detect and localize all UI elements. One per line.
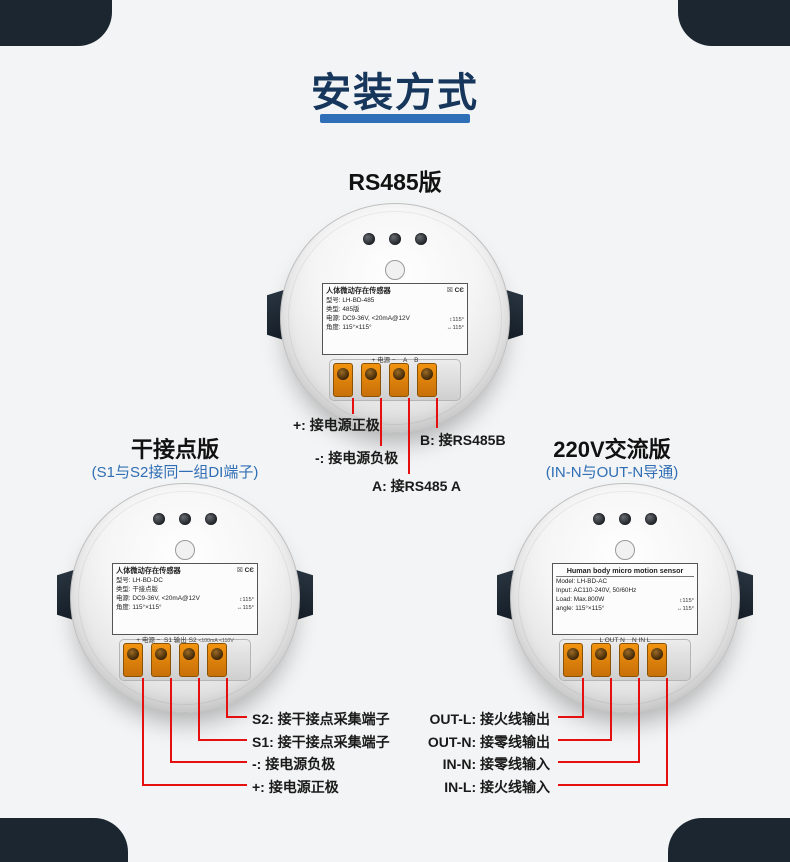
annotation-dry-s2: S2: 接干接点采集端子 — [252, 711, 390, 727]
label-row-load: Load: Max.800W — [556, 596, 605, 603]
annotation-rs485-minus: -: 接电源负极 — [315, 450, 399, 466]
terminal-out-l — [563, 643, 583, 677]
section-subheading-220v: (IN-N与OUT-N导通) — [545, 464, 679, 481]
port-labels: + 电源 − S1 输出 S2 <100mA <110V — [136, 637, 234, 644]
corner-decoration-top-right — [678, 0, 790, 46]
device-rs485: 人体微动存在传感器 ☒ CЄ 型号: LH-BD-485 类型: 485版 电源… — [267, 203, 523, 433]
label-row-power: 电源: DC9-36V, <20mA@12V — [116, 595, 200, 602]
terminal-in-n — [619, 643, 639, 677]
port-labels: + 电源 − A B — [371, 357, 419, 364]
product-label: Human body micro motion sensor Model: LH… — [552, 563, 698, 635]
angle-diagram-icon: ↕115° ↔115° — [446, 317, 464, 331]
annotation-rs485-plus: +: 接电源正极 — [293, 417, 380, 433]
product-label-title: 人体微动存在传感器 — [116, 566, 181, 575]
annotation-dry-minus: -: 接电源负极 — [252, 756, 336, 772]
page-title: 安装方式 — [311, 71, 479, 115]
annotation-ac-in-n: IN-N: 接零线输入 — [442, 756, 550, 772]
label-row-model: Model: LH-BD-AC — [556, 578, 608, 585]
label-row-type: 类型: 485版 — [326, 306, 360, 313]
annotation-ac-in-l: IN-L: 接火线输入 — [444, 779, 550, 795]
label-row-input: Input: AC110-240V, 50/60Hz — [556, 587, 637, 594]
section-heading-220v: 220V交流版 — [553, 437, 671, 462]
weee-bin-icon: ☒ — [446, 287, 453, 294]
annotation-dry-plus: +: 接电源正极 — [252, 779, 339, 795]
section-subheading-dry-contact: (S1与S2接同一组DI端子) — [91, 464, 259, 481]
terminal-plus — [123, 643, 143, 677]
port-labels: L OUT N N IN L — [599, 637, 651, 644]
port-rating-note: <100mA <110V — [198, 638, 234, 644]
label-row-model: 型号: LH-BD-485 — [326, 297, 375, 304]
section-heading-rs485: RS485版 — [348, 169, 442, 195]
ce-mark-icon: CЄ — [454, 287, 464, 294]
label-row-power: 电源: DC9-36V, <20mA@12V — [326, 315, 410, 322]
label-row-type: 类型: 干接点版 — [116, 586, 158, 593]
corner-decoration-bottom-right — [668, 818, 790, 862]
terminal-s2 — [207, 643, 227, 677]
sensor-holes — [70, 513, 300, 525]
label-row-angle: angle: 115°×115° — [556, 605, 605, 612]
angle-diagram-icon: ↕115° ↔115° — [676, 598, 694, 612]
mode-button — [615, 540, 635, 560]
terminal-minus — [151, 643, 171, 677]
terminal-in-l — [647, 643, 667, 677]
sensor-holes — [280, 233, 510, 245]
title-underline — [320, 114, 470, 123]
angle-diagram-icon: ↕115° ↔115° — [236, 597, 254, 611]
ce-mark-icon: CЄ — [244, 567, 254, 574]
terminal-a — [389, 363, 409, 397]
label-row-model: 型号: LH-BD-DC — [116, 577, 163, 584]
terminal-s1 — [179, 643, 199, 677]
annotation-rs485-a: A: 接RS485 A — [372, 478, 461, 494]
device-dry-contact: 人体微动存在传感器 ☒ CЄ 型号: LH-BD-DC 类型: 干接点版 电源:… — [57, 483, 313, 713]
corner-decoration-top-left — [0, 0, 112, 46]
mode-button — [175, 540, 195, 560]
product-label-title: Human body micro motion sensor — [566, 566, 684, 575]
mode-button — [385, 260, 405, 280]
terminal-b — [417, 363, 437, 397]
annotation-rs485-b: B: 接RS485B — [420, 432, 506, 448]
annotation-dry-s1: S1: 接干接点采集端子 — [252, 734, 390, 750]
terminal-minus — [361, 363, 381, 397]
product-label: 人体微动存在传感器 ☒ CЄ 型号: LH-BD-485 类型: 485版 电源… — [322, 283, 468, 355]
terminal-out-n — [591, 643, 611, 677]
annotation-ac-out-l: OUT-L: 接火线输出 — [429, 711, 550, 727]
weee-bin-icon: ☒ — [236, 567, 243, 574]
corner-decoration-bottom-left — [0, 818, 128, 862]
terminal-plus — [333, 363, 353, 397]
annotation-ac-out-n: OUT-N: 接零线输出 — [427, 734, 550, 750]
product-label: 人体微动存在传感器 ☒ CЄ 型号: LH-BD-DC 类型: 干接点版 电源:… — [112, 563, 258, 635]
label-row-angle: 角度: 115°×115° — [326, 324, 372, 331]
label-row-angle: 角度: 115°×115° — [116, 604, 162, 611]
section-heading-dry-contact: 干接点版 — [130, 437, 219, 462]
device-220v-ac: Human body micro motion sensor Model: LH… — [497, 483, 753, 713]
product-label-title: 人体微动存在传感器 — [326, 286, 391, 295]
sensor-holes — [510, 513, 740, 525]
